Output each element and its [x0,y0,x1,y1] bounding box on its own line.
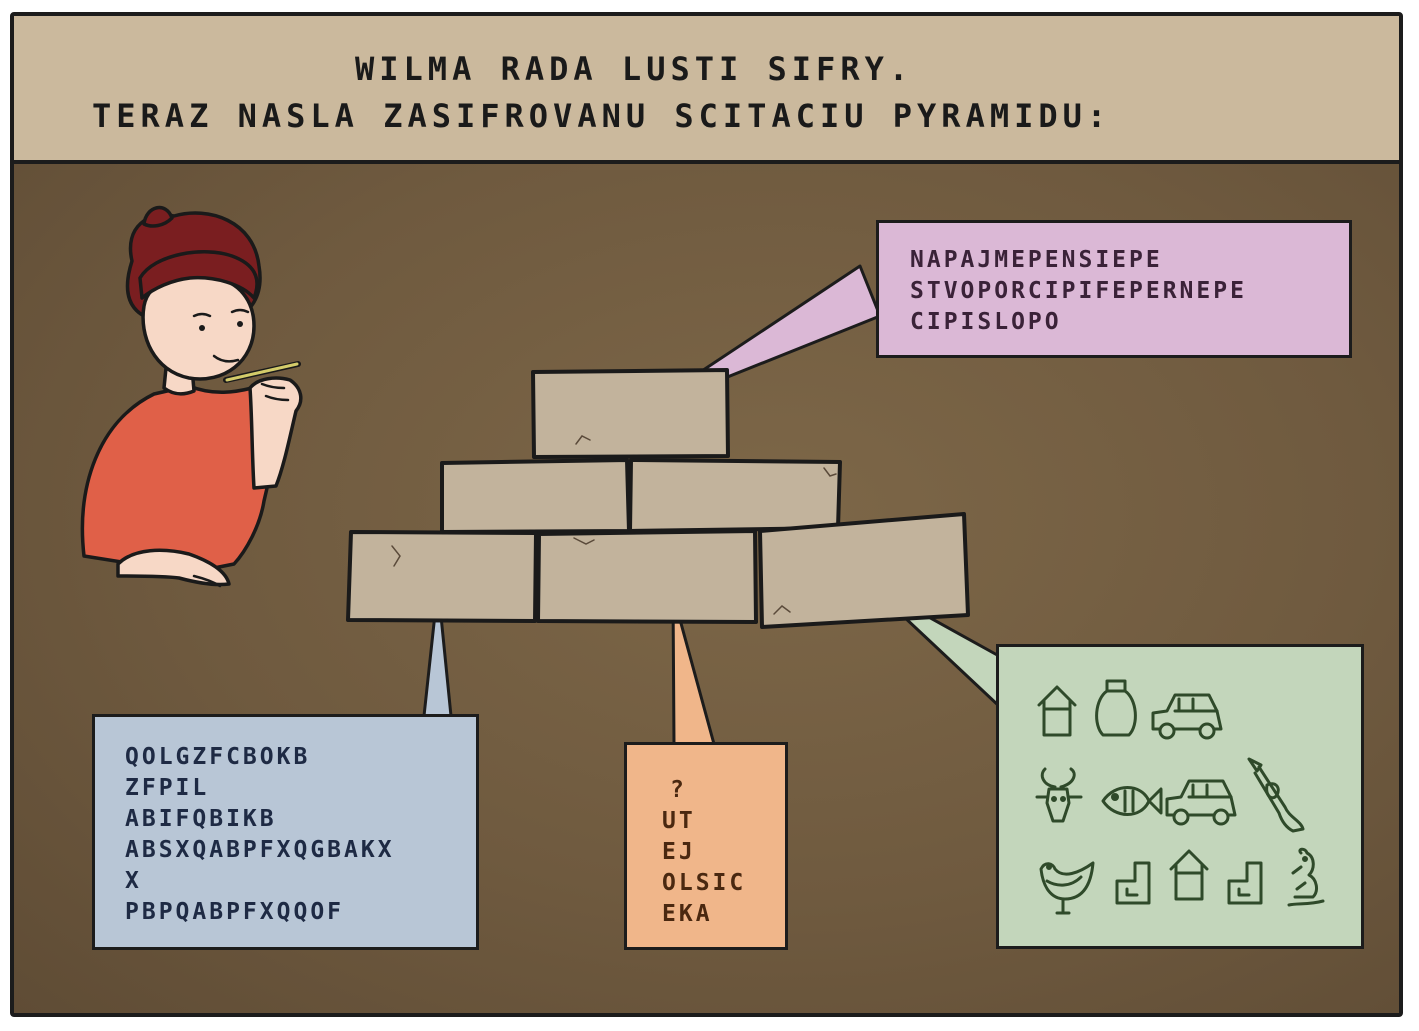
bubble-top-brick: NAPAJMEPENSIEPE STVOPORCIPIFEPERNEPE CIP… [876,220,1352,358]
bubble-left-line-6: PBPQABPFXQQOF [125,899,345,925]
brick-middle-left [440,458,631,534]
wilma-hair-bang [138,250,259,300]
bubble-left-line-5: X [125,868,142,894]
house-icon [1037,685,1077,737]
bubble-top-line-2: STVOPORCIPIFEPERNEPE [910,278,1247,304]
wilma-eye-left [199,325,205,331]
bubble-right-brick [996,644,1364,949]
goat-icon [1035,767,1083,823]
pictogram-grid [1035,679,1325,915]
wilma-face [141,274,256,381]
bubble-middle-brick: ? UT EJ OLSIC EKA [624,742,788,950]
mouse-icon [1287,847,1325,907]
brick-bottom-left [346,530,538,623]
wilma-eyebrow-right [230,308,250,314]
title-line-2: TERAZ NASLA ZASIFROVANU SCITACIU PYRAMID… [92,97,1112,135]
wilma-eye-right [237,321,243,327]
bubble-left-line-1: QOLGZFCBOKB [125,744,311,770]
bubble-left-brick: QOLGZFCBOKB ZFPIL ABIFQBIKB ABSXQABPFXQG… [92,714,479,950]
house-icon [1169,849,1209,901]
comic-panel: WILMA RADA LUSTI SIFRY. TERAZ NASLA ZASI… [10,12,1403,1017]
brick-bottom-right [758,512,970,629]
brick-top [531,368,730,459]
brick-bottom-middle [536,529,758,624]
wilma-hand-raised [248,376,303,490]
wilma-shirt [80,384,272,570]
wilma-eyebrow-left [192,312,212,318]
title-line-1: WILMA RADA LUSTI SIFRY. [355,50,914,88]
brick-cracks [391,435,837,615]
bubble-top-line-1: NAPAJMEPENSIEPE [910,247,1163,273]
brick-pyramid [346,368,970,629]
wilma-bun [142,205,174,228]
bubble-middle-line-2: UT [662,808,696,834]
fish-icon [1101,786,1163,816]
bubble-left-line-2: ZFPIL [125,775,210,801]
wilma-mouth [212,354,240,363]
bubble-middle-line-5: EKA [662,901,713,927]
wilma-hand-resting [116,548,231,587]
brick-middle-right [628,458,842,533]
trumpet-icon [1247,757,1305,833]
bubble-middle-line-3: EJ [662,839,696,865]
scene-illustration [80,205,1001,746]
hen-icon [1039,861,1095,915]
boot-icon [1115,861,1151,905]
car-icon [1151,693,1223,740]
bubble-top-line-3: CIPISLOPO [910,309,1062,335]
header-band: WILMA RADA LUSTI SIFRY. TERAZ NASLA ZASI… [14,16,1399,164]
bubble-left-line-4: ABSXQABPFXQGBAKX [125,837,395,863]
bubble-middle-line-1: ? [670,777,687,803]
wilma-character [80,205,303,588]
vase-icon [1095,679,1137,737]
bubble-middle-line-4: OLSIC [662,870,747,896]
boot-icon [1227,861,1263,905]
car-icon [1165,779,1237,826]
bubble-left-line-3: ABIFQBIKB [125,806,277,832]
